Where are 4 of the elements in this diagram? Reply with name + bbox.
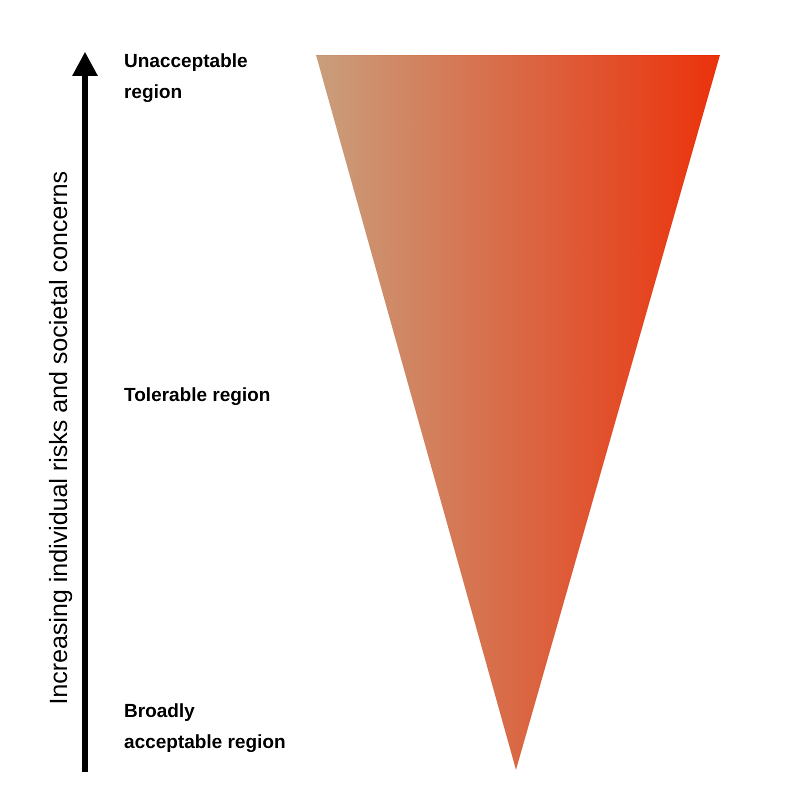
region-label: Tolerable region — [124, 384, 272, 408]
region-label: Unacceptable region — [124, 50, 249, 105]
region-label: Broadly acceptable region — [124, 700, 287, 755]
axis-label: Increasing individual risks and societal concerns — [44, 170, 74, 704]
